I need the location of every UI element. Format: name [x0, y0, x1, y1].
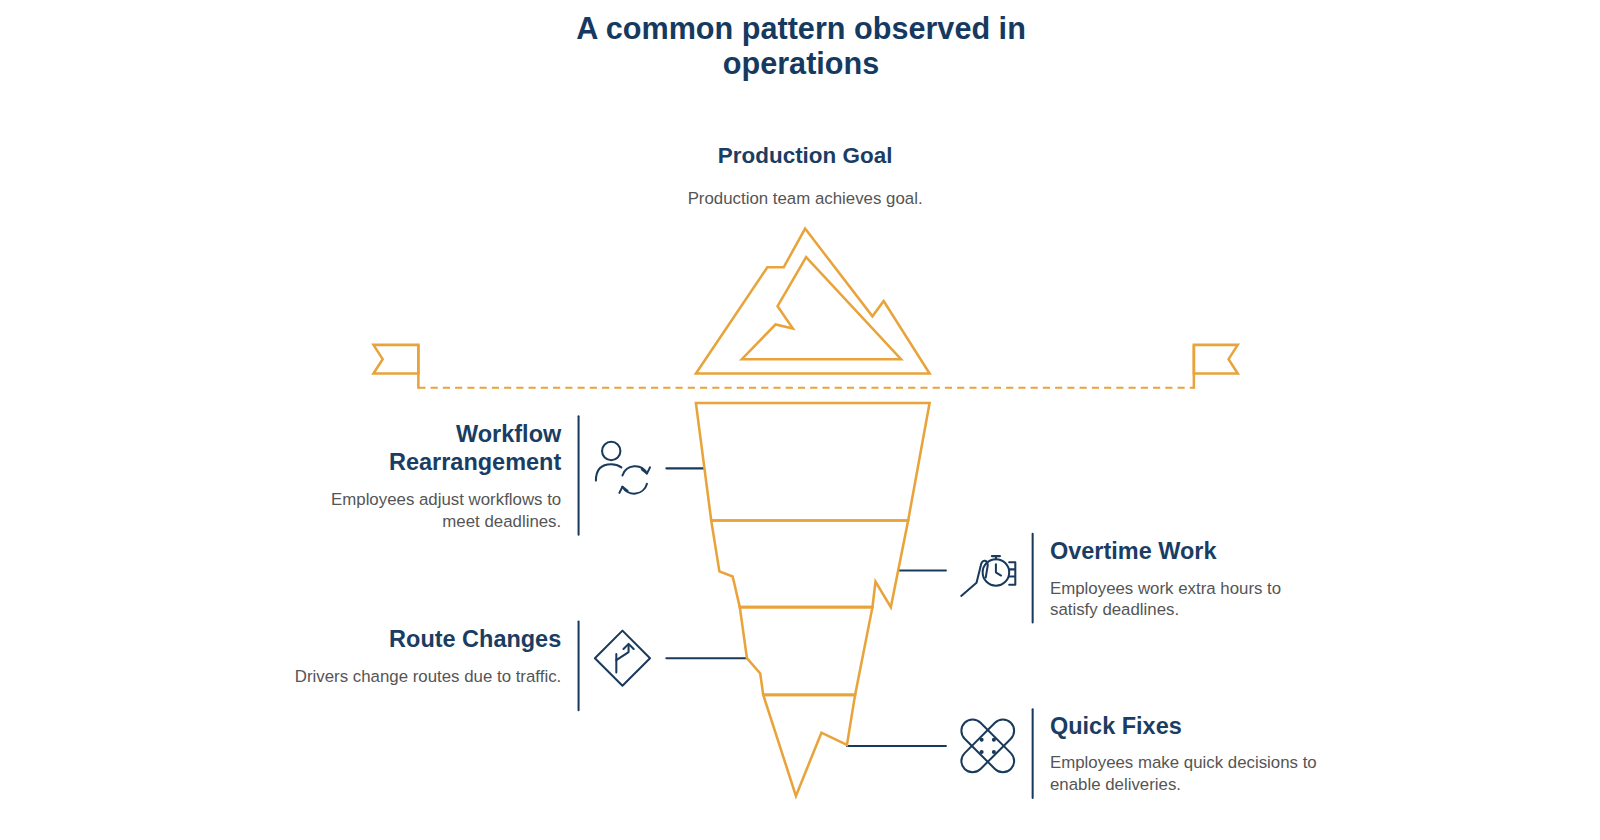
- text-block: Production GoalProduction team achieves …: [652, 143, 958, 208]
- diagram-title: A common pattern observed in operations: [546, 10, 1056, 81]
- separator-bar: [1032, 709, 1034, 798]
- flag: [373, 345, 418, 374]
- workflow-icon: [596, 442, 650, 494]
- flag-pole: [1193, 345, 1196, 389]
- iceberg-tip: Production GoalProduction team achieves …: [696, 229, 930, 374]
- node-heading: Workflow Rearrangement: [294, 419, 561, 476]
- node-description: Employees make quick decisions to enable…: [1050, 752, 1331, 795]
- outline-shape: [711, 520, 908, 607]
- node-description: Drivers change routes due to traffic.: [294, 665, 561, 686]
- text-block: Quick FixesEmployees make quick decision…: [1050, 711, 1331, 795]
- outline-shape: [696, 229, 930, 374]
- iceberg-band: Route ChangesDrivers change routes due t…: [740, 607, 873, 695]
- separator-bar: [1032, 534, 1034, 623]
- separator-bar: [578, 621, 580, 710]
- leader-line: [898, 569, 946, 571]
- separator-bar: [578, 416, 580, 534]
- node-heading: Overtime Work: [1050, 537, 1331, 566]
- iceberg-band: Workflow RearrangementEmployees adjust w…: [696, 403, 930, 520]
- iceberg-band: Quick FixesEmployees make quick decision…: [763, 695, 855, 796]
- leader-line: [666, 467, 704, 469]
- bandage-icon: [957, 715, 1019, 777]
- node-description: Production team achieves goal.: [652, 188, 958, 208]
- node-heading: Quick Fixes: [1050, 711, 1331, 740]
- outline-shape: [740, 607, 873, 695]
- outline-shape: [742, 257, 901, 359]
- outline: [711, 520, 908, 607]
- flag: [1194, 345, 1238, 374]
- node-description: Employees work extra hours to satisfy de…: [1050, 578, 1331, 621]
- outline: [696, 403, 930, 520]
- outline-shape: [763, 695, 855, 796]
- waterline: [418, 387, 1194, 389]
- outline: [740, 607, 873, 695]
- route-sign-icon: [595, 631, 650, 686]
- text-block: Workflow RearrangementEmployees adjust w…: [294, 419, 561, 531]
- text-block: Route ChangesDrivers change routes due t…: [294, 624, 561, 686]
- leader-line: [666, 657, 747, 659]
- text-block: Overtime WorkEmployees work extra hours …: [1050, 537, 1331, 621]
- outline-shape: [696, 403, 930, 520]
- leader-line: [847, 745, 946, 747]
- outline: [696, 229, 930, 374]
- flag-pole: [417, 345, 420, 389]
- node-description: Employees adjust workflows to meet deadl…: [294, 489, 561, 532]
- stopwatch-icon: [961, 556, 1015, 596]
- node-heading: Route Changes: [294, 624, 561, 653]
- iceberg-band: Overtime WorkEmployees work extra hours …: [711, 520, 908, 607]
- node-heading: Production Goal: [652, 143, 958, 170]
- outline: [763, 695, 855, 796]
